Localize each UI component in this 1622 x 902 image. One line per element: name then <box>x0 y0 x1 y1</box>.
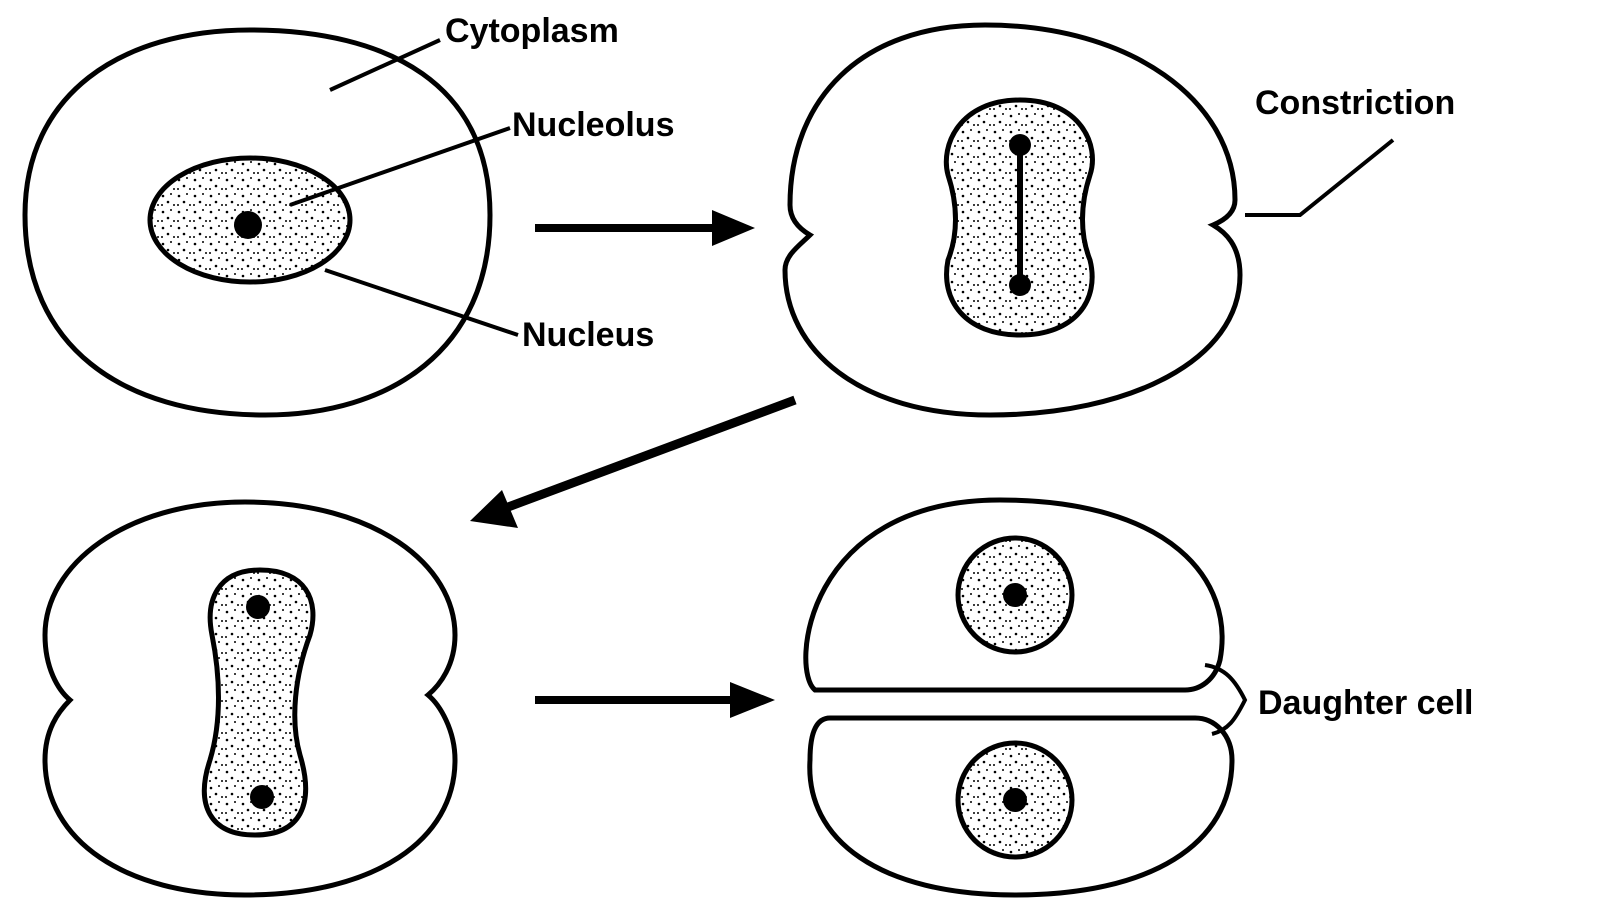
stage-2-nucleolus-top <box>1009 134 1031 156</box>
stage-4-daughter-cells <box>806 500 1245 895</box>
stage-2-nucleolus-bottom <box>1009 274 1031 296</box>
arrow-stage3-to-stage4 <box>535 682 775 718</box>
stage-3-nucleolus-bottom <box>250 785 274 809</box>
label-cytoplasm: Cytoplasm <box>445 14 619 48</box>
label-nucleolus: Nucleolus <box>512 108 674 142</box>
stage-3-cell <box>45 502 455 895</box>
stage-1-cell <box>25 30 518 415</box>
arrow-stage2-to-stage3 <box>470 400 795 528</box>
label-nucleus: Nucleus <box>522 318 654 352</box>
daughter-cell-top-nucleolus <box>1003 583 1027 607</box>
stage-1-nucleolus <box>234 211 262 239</box>
label-constriction: Constriction <box>1255 86 1455 120</box>
nucleus-pointer <box>325 270 518 335</box>
arrow-stage1-to-stage2 <box>535 210 755 246</box>
constriction-pointer <box>1245 140 1393 215</box>
nucleolus-pointer <box>290 128 510 205</box>
cytoplasm-pointer <box>330 40 440 90</box>
daughter-cell-bottom-nucleolus <box>1003 788 1027 812</box>
stage-3-nucleolus-top <box>246 595 270 619</box>
label-daughter-cell: Daughter cell <box>1258 686 1473 720</box>
